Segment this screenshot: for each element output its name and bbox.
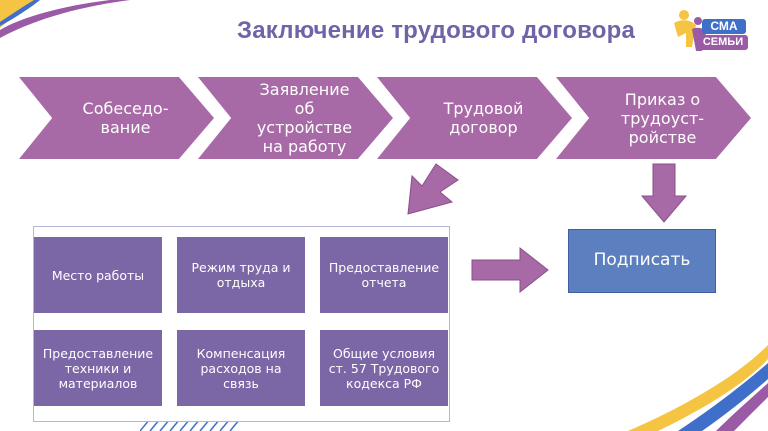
process-step-label: Трудовой договор (443, 99, 524, 137)
process-step-order: Приказ о трудоуст- ройстве (556, 77, 751, 159)
process-step-application: Заявление об устройстве на работу (198, 77, 393, 159)
condition-equipment: Предоставление техники и материалов (34, 330, 162, 406)
process-step-contract: Трудовой договор (377, 77, 572, 159)
condition-communication-compensation: Компенсация расходов на связь (177, 330, 305, 406)
arrow-down-icon (640, 163, 688, 223)
top-left-swoosh-decoration (0, 0, 130, 38)
family-figures-icon (674, 10, 706, 51)
logo-line1: СМА (702, 19, 746, 34)
process-step-label: Заявление об устройстве на работу (256, 80, 353, 156)
process-step-label: Собеседо- вание (82, 99, 169, 137)
page-title: Заключение трудового договора (236, 17, 636, 44)
condition-general-terms: Общие условия ст. 57 Трудового кодекса Р… (320, 330, 448, 406)
logo: СМА СЕМЬИ (668, 7, 748, 57)
arrow-right-icon (471, 246, 549, 294)
arrow-down-left-icon (407, 163, 459, 215)
condition-work-rest-schedule: Режим труда и отдыха (177, 237, 305, 313)
logo-line2: СЕМЬИ (698, 35, 748, 50)
conditions-panel: Место работы Режим труда и отдыха Предос… (33, 226, 450, 422)
process-step-label: Приказ о трудоуст- ройстве (620, 89, 705, 147)
bottom-right-swoosh-decoration (628, 345, 768, 431)
process-step-interview: Собеседо- вание (19, 77, 214, 159)
condition-workplace: Место работы (34, 237, 162, 313)
condition-reporting: Предоставление отчета (320, 237, 448, 313)
sign-box: Подписать (568, 229, 716, 293)
